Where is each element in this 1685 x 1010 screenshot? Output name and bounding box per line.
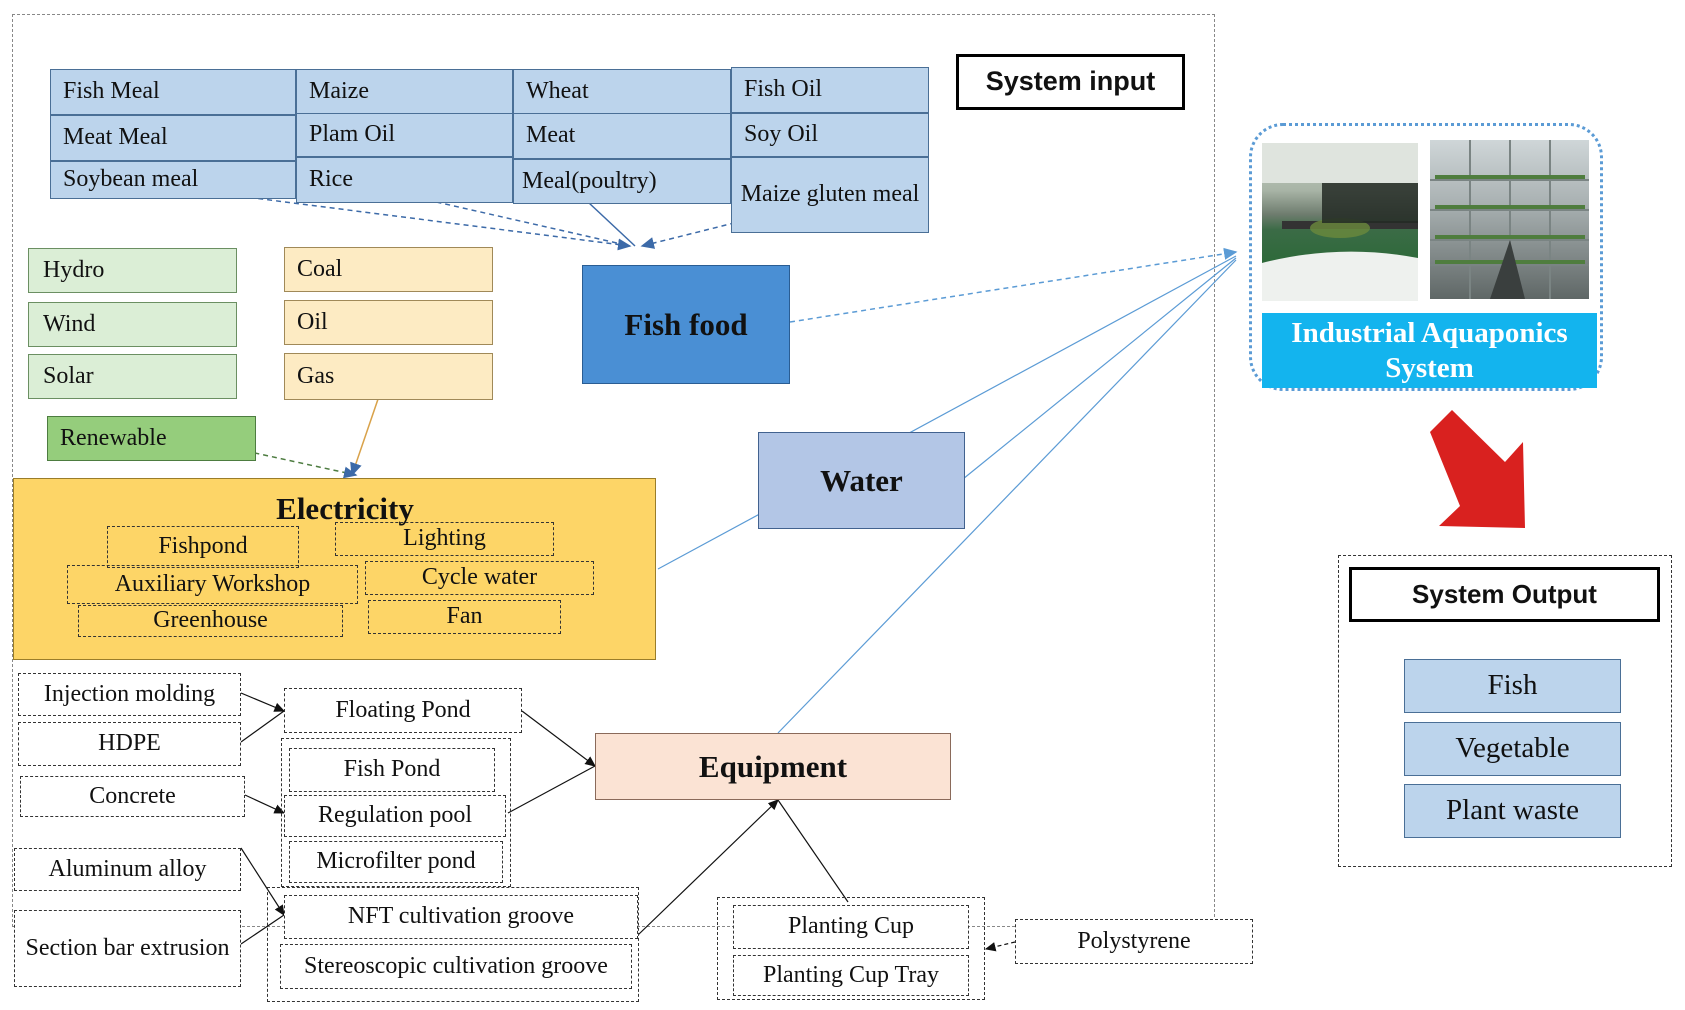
vertical-planting-rack-photo: [1430, 140, 1589, 299]
electricity-use-lighting: Lighting: [335, 522, 554, 556]
pond-group-outline: [281, 738, 511, 887]
feed-item-fish-oil: Fish Oil: [731, 67, 929, 113]
planting-rack-graphic: [1430, 140, 1589, 299]
component-microfilter-pond: Microfilter pond: [289, 841, 503, 883]
feed-item-soy-oil: Soy Oil: [731, 113, 929, 157]
system-output-title: System Output: [1349, 567, 1660, 622]
system-output-boundary: [1338, 555, 1672, 867]
output-plant-waste: Plant waste: [1404, 784, 1621, 838]
component-nft-cultivation-groove: NFT cultivation groove: [284, 895, 638, 939]
water-box: Water: [758, 432, 965, 529]
aquaponics-system-outline: [1249, 123, 1603, 391]
feed-item-meat: Meat: [513, 113, 731, 159]
material-polystyrene: Polystyrene: [1015, 919, 1253, 964]
energy-coal: Coal: [284, 247, 493, 292]
feed-item-rice: Rice: [296, 157, 513, 203]
groove-group-outline: [267, 887, 639, 1002]
energy-gas: Gas: [284, 353, 493, 400]
aquaponics-system-label: Industrial Aquaponics System: [1262, 313, 1597, 388]
energy-wind: Wind: [28, 302, 237, 347]
feed-item-palm-oil: Plam Oil: [296, 113, 513, 157]
energy-oil: Oil: [284, 300, 493, 345]
feed-item-meal-poultry: Meal(poultry): [513, 159, 731, 204]
output-fish: Fish: [1404, 659, 1621, 713]
equipment-box: Equipment: [595, 733, 951, 800]
output-vegetable: Vegetable: [1404, 722, 1621, 776]
feed-item-maize: Maize: [296, 69, 513, 115]
electricity-box: [13, 478, 656, 660]
component-floating-pond: Floating Pond: [284, 688, 522, 733]
electricity-title: Electricity: [276, 491, 414, 527]
fish-food-box: Fish food: [582, 265, 790, 384]
component-planting-cup: Planting Cup: [733, 905, 969, 949]
output-arrow-icon: [1430, 410, 1525, 528]
material-concrete: Concrete: [20, 776, 245, 817]
electricity-use-greenhouse: Greenhouse: [78, 605, 343, 637]
feed-item-soybean-meal: Soybean meal: [50, 161, 296, 199]
renewable-label: Renewable: [47, 416, 256, 461]
feed-item-fish-meal: Fish Meal: [50, 69, 296, 115]
component-stereoscopic-cultivation-groove: Stereoscopic cultivation groove: [280, 944, 632, 989]
planting-cup-group-outline: [717, 897, 985, 1000]
electricity-use-cycle-water: Cycle water: [365, 561, 594, 595]
energy-solar: Solar: [28, 354, 237, 399]
component-planting-cup-tray: Planting Cup Tray: [733, 955, 969, 996]
component-regulation-pool: Regulation pool: [284, 795, 506, 837]
material-section-bar-extrusion: Section bar extrusion: [14, 910, 241, 987]
energy-hydro: Hydro: [28, 248, 237, 293]
feed-item-maize-gluten-meal: Maize gluten meal: [731, 157, 929, 233]
material-aluminum-alloy: Aluminum alloy: [14, 848, 241, 891]
electricity-use-fan: Fan: [368, 600, 561, 634]
feed-item-wheat: Wheat: [513, 69, 731, 115]
system-input-title: System input: [956, 54, 1185, 110]
material-injection-molding: Injection molding: [18, 673, 241, 716]
electricity-use-fishpond: Fishpond: [107, 526, 299, 568]
material-hdpe: HDPE: [18, 722, 241, 766]
component-fish-pond: Fish Pond: [289, 748, 495, 792]
aquaculture-tank-graphic: [1262, 143, 1418, 301]
feed-item-meat-meal: Meat Meal: [50, 115, 296, 161]
aquaculture-tank-photo: [1262, 143, 1418, 301]
electricity-use-auxiliary-workshop: Auxiliary Workshop: [67, 565, 358, 604]
